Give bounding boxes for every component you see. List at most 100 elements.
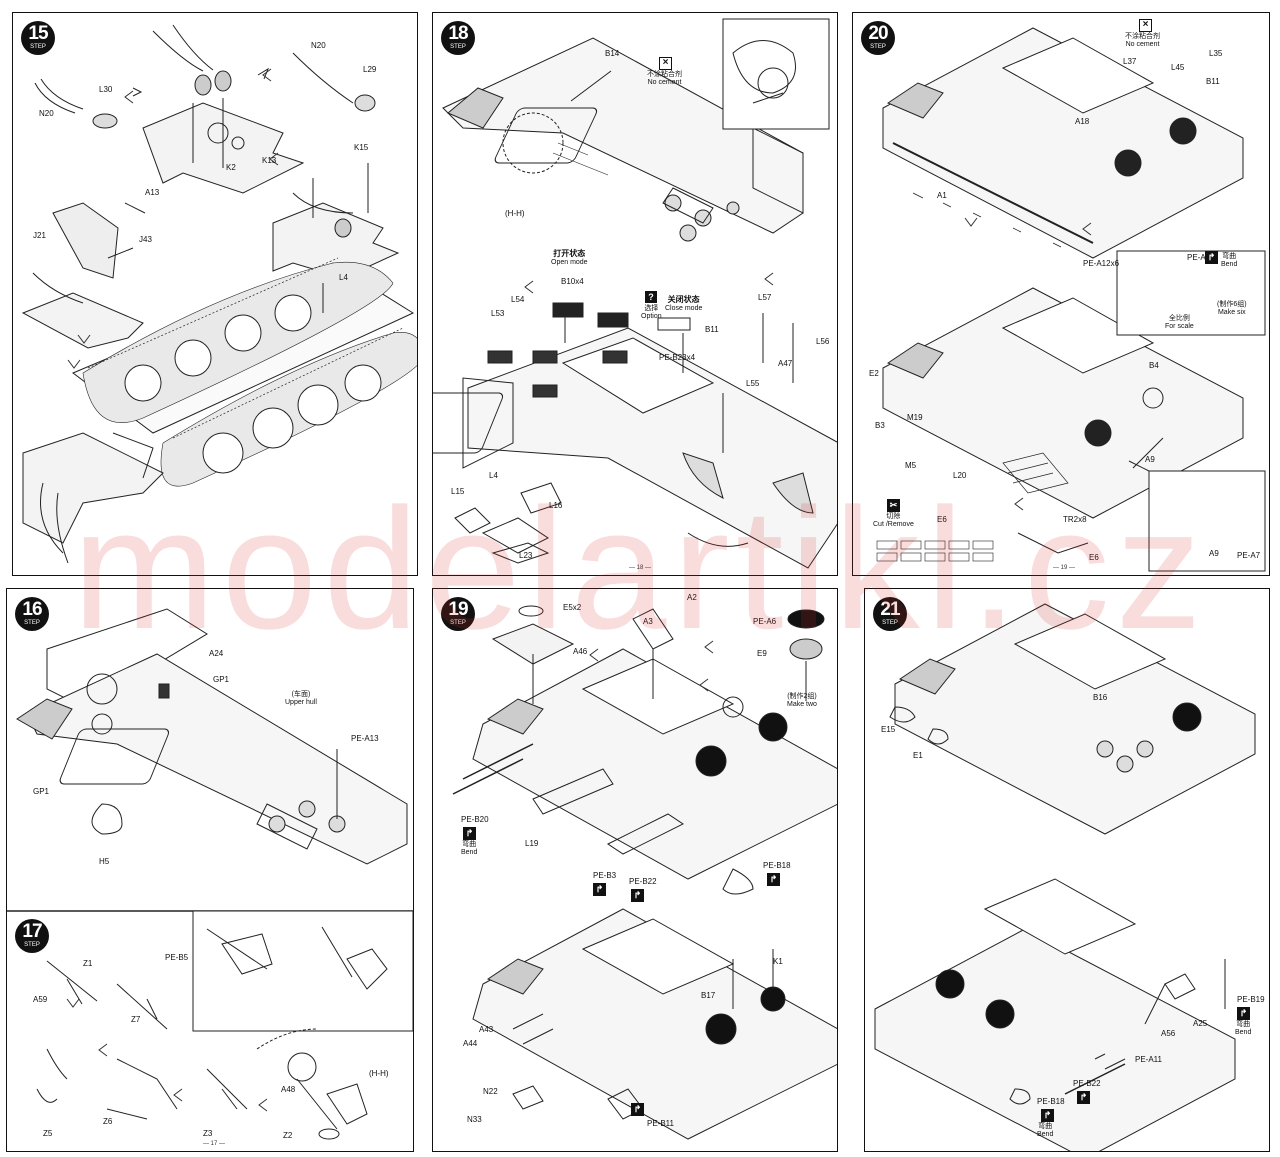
part-label: H5 bbox=[99, 857, 110, 866]
step-15-panel: L30 N20 N20 L29 K2 K13 K15 A13 J21 J43 L… bbox=[12, 12, 418, 576]
part-label: PE-B22 bbox=[629, 877, 657, 886]
part-label: E6 bbox=[937, 515, 947, 524]
page-number: — 17 — bbox=[203, 1141, 226, 1147]
part-label: GP1 bbox=[213, 675, 230, 684]
part-label: B11 bbox=[705, 325, 719, 334]
question-icon: ? bbox=[645, 291, 657, 303]
part-label: L19 bbox=[525, 839, 539, 848]
bend-icon: ↱ bbox=[1077, 1091, 1090, 1104]
part-label: A2 bbox=[687, 593, 697, 602]
part-label: PE-B22 bbox=[1073, 1079, 1101, 1088]
part-label: Z3 bbox=[203, 1129, 213, 1138]
part-label: PE-B5 bbox=[165, 953, 189, 962]
bend-icon: ↱ bbox=[1205, 251, 1218, 264]
part-label: A1 bbox=[937, 191, 947, 200]
part-label: A18 bbox=[1075, 117, 1090, 126]
part-label: A59 bbox=[33, 995, 48, 1004]
page-number: — 18 — bbox=[629, 565, 652, 571]
bend-icon: ↱ bbox=[767, 873, 780, 886]
part-label: A3 bbox=[643, 617, 653, 626]
part-label: N22 bbox=[483, 1087, 498, 1096]
part-label: Z7 bbox=[131, 1015, 141, 1024]
part-label: E5x2 bbox=[563, 603, 582, 612]
part-label: Z5 bbox=[43, 1129, 53, 1138]
page-number: — 19 — bbox=[1053, 565, 1076, 571]
part-label: B17 bbox=[701, 991, 716, 1000]
part-label: E6 bbox=[1089, 553, 1099, 562]
no-cement-icon: × bbox=[659, 57, 672, 70]
part-label: L4 bbox=[489, 471, 498, 480]
part-label: PE-A12x6 bbox=[1083, 259, 1120, 268]
part-label: K15 bbox=[354, 143, 369, 152]
part-label: A25 bbox=[1193, 1019, 1208, 1028]
part-label: L45 bbox=[1171, 63, 1185, 72]
part-label: L56 bbox=[816, 337, 830, 346]
bend-icon: ↱ bbox=[631, 889, 644, 902]
bend-icon: ↱ bbox=[1237, 1007, 1250, 1020]
part-label: E1 bbox=[913, 751, 923, 760]
part-label: N33 bbox=[467, 1115, 482, 1124]
part-label: A48 bbox=[281, 1085, 296, 1094]
step-18-drawing bbox=[433, 18, 837, 569]
part-label: E2 bbox=[869, 369, 879, 378]
step-19-panel: E5x2 A3 A2 PE-A6 A46 E9 (制作2组)Make two P… bbox=[432, 588, 838, 1152]
bend-icon: ↱ bbox=[1041, 1109, 1054, 1122]
step-16-17-drawing bbox=[7, 608, 413, 1140]
part-label: PE-B19 bbox=[1237, 995, 1265, 1004]
part-label: K2 bbox=[226, 163, 236, 172]
part-label: N20 bbox=[39, 109, 54, 118]
step-15-drawing bbox=[21, 24, 417, 564]
part-label: L57 bbox=[758, 293, 772, 302]
part-label: N20 bbox=[311, 41, 326, 50]
part-label: A46 bbox=[573, 647, 588, 656]
part-label: Z1 bbox=[83, 959, 93, 968]
part-label: L15 bbox=[451, 487, 465, 496]
step-21-drawing bbox=[874, 603, 1256, 1151]
callout-label: (H-H) bbox=[505, 209, 525, 218]
part-label: L16 bbox=[549, 501, 563, 510]
part-label: E9 bbox=[757, 649, 767, 658]
bend-icon: ↱ bbox=[593, 883, 606, 896]
part-label: B3 bbox=[875, 421, 885, 430]
part-label: Z6 bbox=[103, 1117, 113, 1126]
part-label: A44 bbox=[463, 1039, 478, 1048]
part-label: L30 bbox=[99, 85, 113, 94]
part-label: A9 bbox=[1145, 455, 1155, 464]
part-label: B10x4 bbox=[561, 277, 584, 286]
part-label: TR2x8 bbox=[1063, 515, 1087, 524]
part-label: A56 bbox=[1161, 1029, 1176, 1038]
part-label: J21 bbox=[33, 231, 46, 240]
part-label: L35 bbox=[1209, 49, 1223, 58]
part-label: L23 bbox=[519, 551, 533, 560]
part-label: A13 bbox=[145, 188, 160, 197]
part-label: K1 bbox=[773, 957, 783, 966]
bend-icon: ↱ bbox=[463, 827, 476, 840]
part-label: M19 bbox=[907, 413, 923, 422]
part-label: PE-A12 bbox=[1187, 253, 1215, 262]
part-label: PE-B23x4 bbox=[659, 353, 696, 362]
part-label: PE-A13 bbox=[351, 734, 379, 743]
part-label: A24 bbox=[209, 649, 224, 658]
no-cement-icon: × bbox=[1139, 19, 1152, 32]
part-label: K13 bbox=[262, 156, 277, 165]
part-label: M5 bbox=[905, 461, 917, 470]
upper-hull-note: (车面)Upper hull bbox=[285, 691, 317, 707]
part-label: B14 bbox=[605, 49, 620, 58]
